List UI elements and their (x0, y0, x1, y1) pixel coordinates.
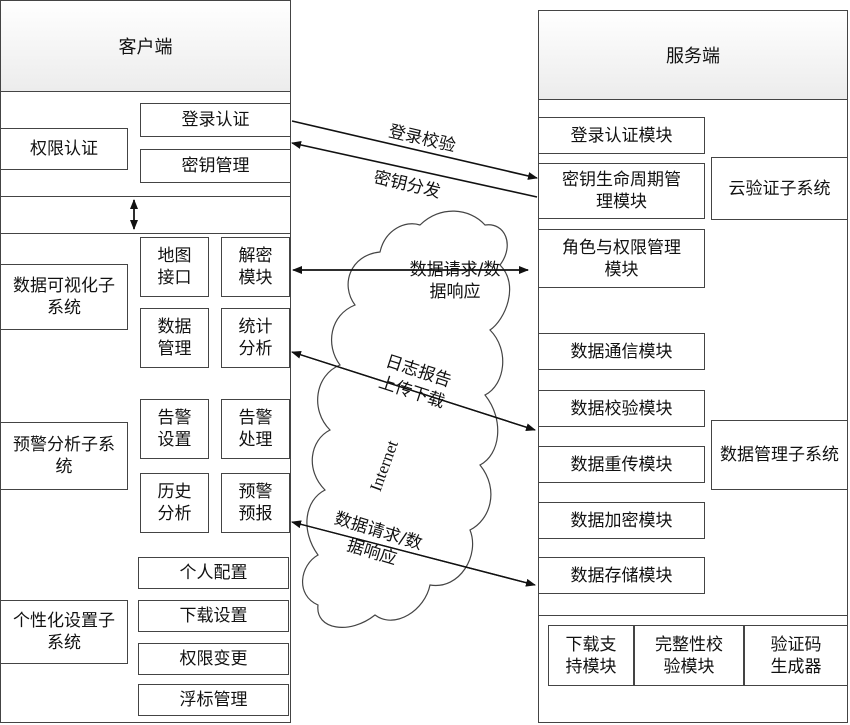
client-key-mgmt: 密钥管理 (140, 149, 291, 183)
client-login: 登录认证 (140, 103, 291, 137)
client-data-mgmt: 数据管理 (140, 308, 209, 368)
client-alert-handle: 告警处理 (221, 399, 290, 459)
client-personal-group: 个性化设置子系统 (0, 600, 128, 664)
server-comm: 数据通信模块 (538, 333, 705, 370)
server-cloud-auth: 云验证子系统 (711, 157, 848, 220)
client-map: 地图接口 (140, 237, 209, 297)
internet-cloud (302, 210, 511, 628)
server-verify: 数据校验模块 (538, 390, 705, 427)
server-bottom-divider (538, 615, 848, 616)
server-title: 服务端 (538, 10, 848, 100)
client-decrypt: 解密模块 (221, 237, 290, 297)
server-storage: 数据存储模块 (538, 557, 705, 594)
arrow-login-check (291, 120, 538, 180)
arrow-key-dist (291, 141, 538, 198)
server-encrypt: 数据加密模块 (538, 502, 705, 539)
client-perm-change: 权限变更 (138, 643, 289, 675)
client-viz-group: 数据可视化子系统 (0, 264, 128, 330)
server-download-support: 下载支持模块 (548, 625, 634, 686)
client-alert-group: 预警分析子系统 (0, 422, 128, 490)
client-forecast: 预警预报 (221, 473, 290, 533)
client-title: 客户端 (0, 0, 291, 92)
client-stats: 统计分析 (221, 308, 290, 368)
client-auth-group: 权限认证 (0, 128, 128, 170)
server-integrity: 完整性校验模块 (634, 625, 744, 686)
label-req-resp-1: 数据请求/数据响应 (409, 260, 501, 302)
separator-top (0, 196, 291, 197)
server-captcha: 验证码生成器 (744, 625, 848, 686)
client-float-mgmt: 浮标管理 (138, 684, 289, 716)
client-alert-setting: 告警设置 (140, 399, 209, 459)
server-login-module: 登录认证模块 (538, 117, 705, 154)
separator-bottom (0, 233, 291, 234)
server-key-lifecycle: 密钥生命周期管理模块 (538, 163, 705, 219)
client-profile: 个人配置 (138, 557, 289, 589)
server-retrans: 数据重传模块 (538, 446, 705, 483)
server-role-perm: 角色与权限管理模块 (538, 229, 705, 288)
server-data-mgmt-sub: 数据管理子系统 (711, 420, 848, 490)
client-download-setting: 下载设置 (138, 600, 289, 632)
client-history: 历史分析 (140, 473, 209, 533)
